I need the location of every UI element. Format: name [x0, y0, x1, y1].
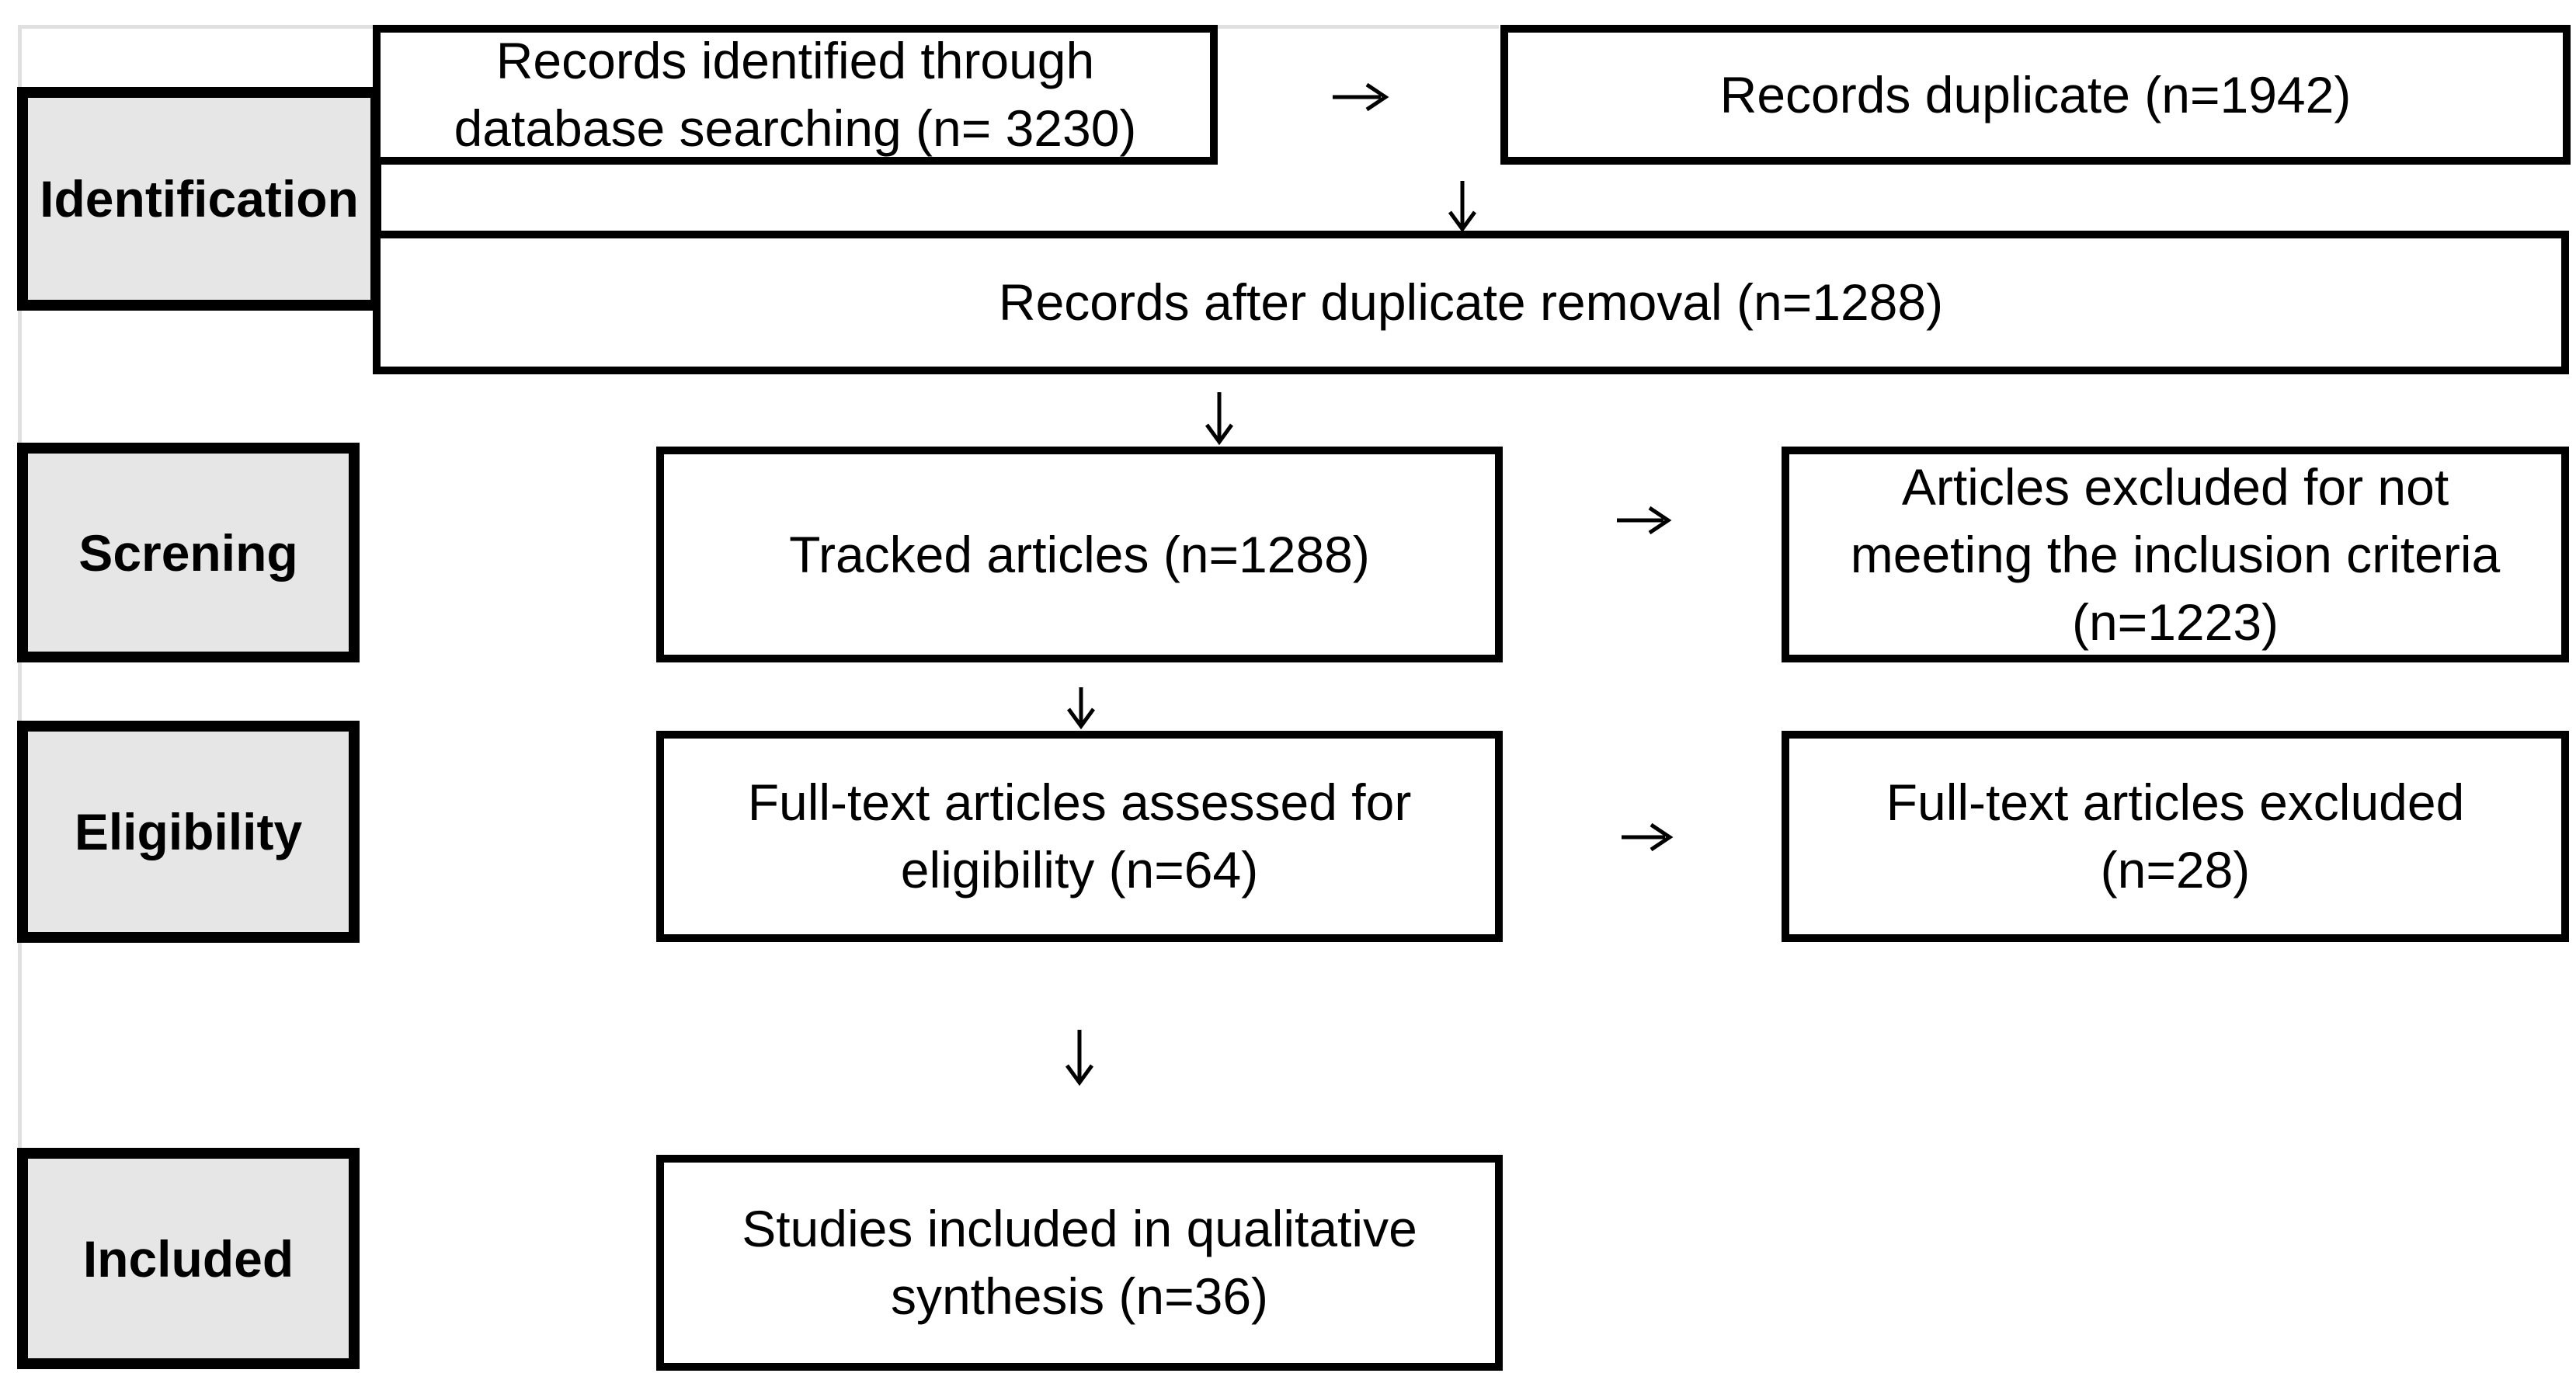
stage-label-identification: Identification [40, 170, 359, 228]
stage-box-identification: Identification [17, 87, 381, 311]
stage-box-included: Included [17, 1148, 360, 1369]
box-tracked-articles: Tracked articles (n=1288) [656, 447, 1503, 662]
arrow-right-identified-to-duplicates-icon [1333, 82, 1389, 112]
box-records-identified: Records identified through database sear… [373, 25, 1218, 165]
box-records-identified-text: Records identified through database sear… [454, 32, 1137, 157]
stage-box-screening: Screning [17, 443, 360, 662]
stage-box-eligibility: Eligibility [17, 721, 360, 943]
stage-label-eligibility: Eligibility [74, 803, 303, 860]
box-fulltext-assessed-text: Full-text articles assessed for eligibil… [747, 773, 1412, 899]
box-studies-included: Studies included in qualitative synthesi… [656, 1155, 1503, 1371]
box-fulltext-excluded: Full-text articles excluded (n=28) [1782, 731, 2569, 942]
arrow-down-duplicates-to-after-removal-icon [1448, 181, 1477, 233]
grid-line-vertical [18, 25, 22, 1369]
stage-label-screening: Screning [78, 523, 298, 582]
arrow-down-fulltext-to-included-icon [1065, 1030, 1094, 1086]
arrow-right-tracked-to-excluded-icon [1617, 506, 1672, 535]
box-records-duplicate-text: Records duplicate (n=1942) [1719, 65, 2352, 123]
box-studies-included-text: Studies included in qualitative synthesi… [742, 1200, 1417, 1325]
arrow-down-after-removal-to-tracked-icon [1205, 392, 1234, 446]
box-records-after-duplicate-removal: Records after duplicate removal (n=1288) [373, 231, 2569, 374]
box-records-after-duplicate-removal-text: Records after duplicate removal (n=1288) [998, 273, 1944, 331]
arrow-right-fulltext-to-excluded-icon [1622, 822, 1674, 852]
box-articles-excluded-inclusion-criteria: Articles excluded for not meeting the in… [1782, 447, 2569, 662]
stage-label-included: Included [82, 1229, 294, 1288]
box-records-duplicate: Records duplicate (n=1942) [1500, 25, 2571, 165]
box-fulltext-assessed: Full-text articles assessed for eligibil… [656, 731, 1503, 942]
box-fulltext-excluded-text: Full-text articles excluded (n=28) [1886, 773, 2465, 899]
box-articles-excluded-inclusion-criteria-text: Articles excluded for not meeting the in… [1850, 457, 2501, 651]
arrow-down-tracked-to-fulltext-icon [1066, 687, 1096, 730]
box-tracked-articles-text: Tracked articles (n=1288) [789, 525, 1370, 583]
